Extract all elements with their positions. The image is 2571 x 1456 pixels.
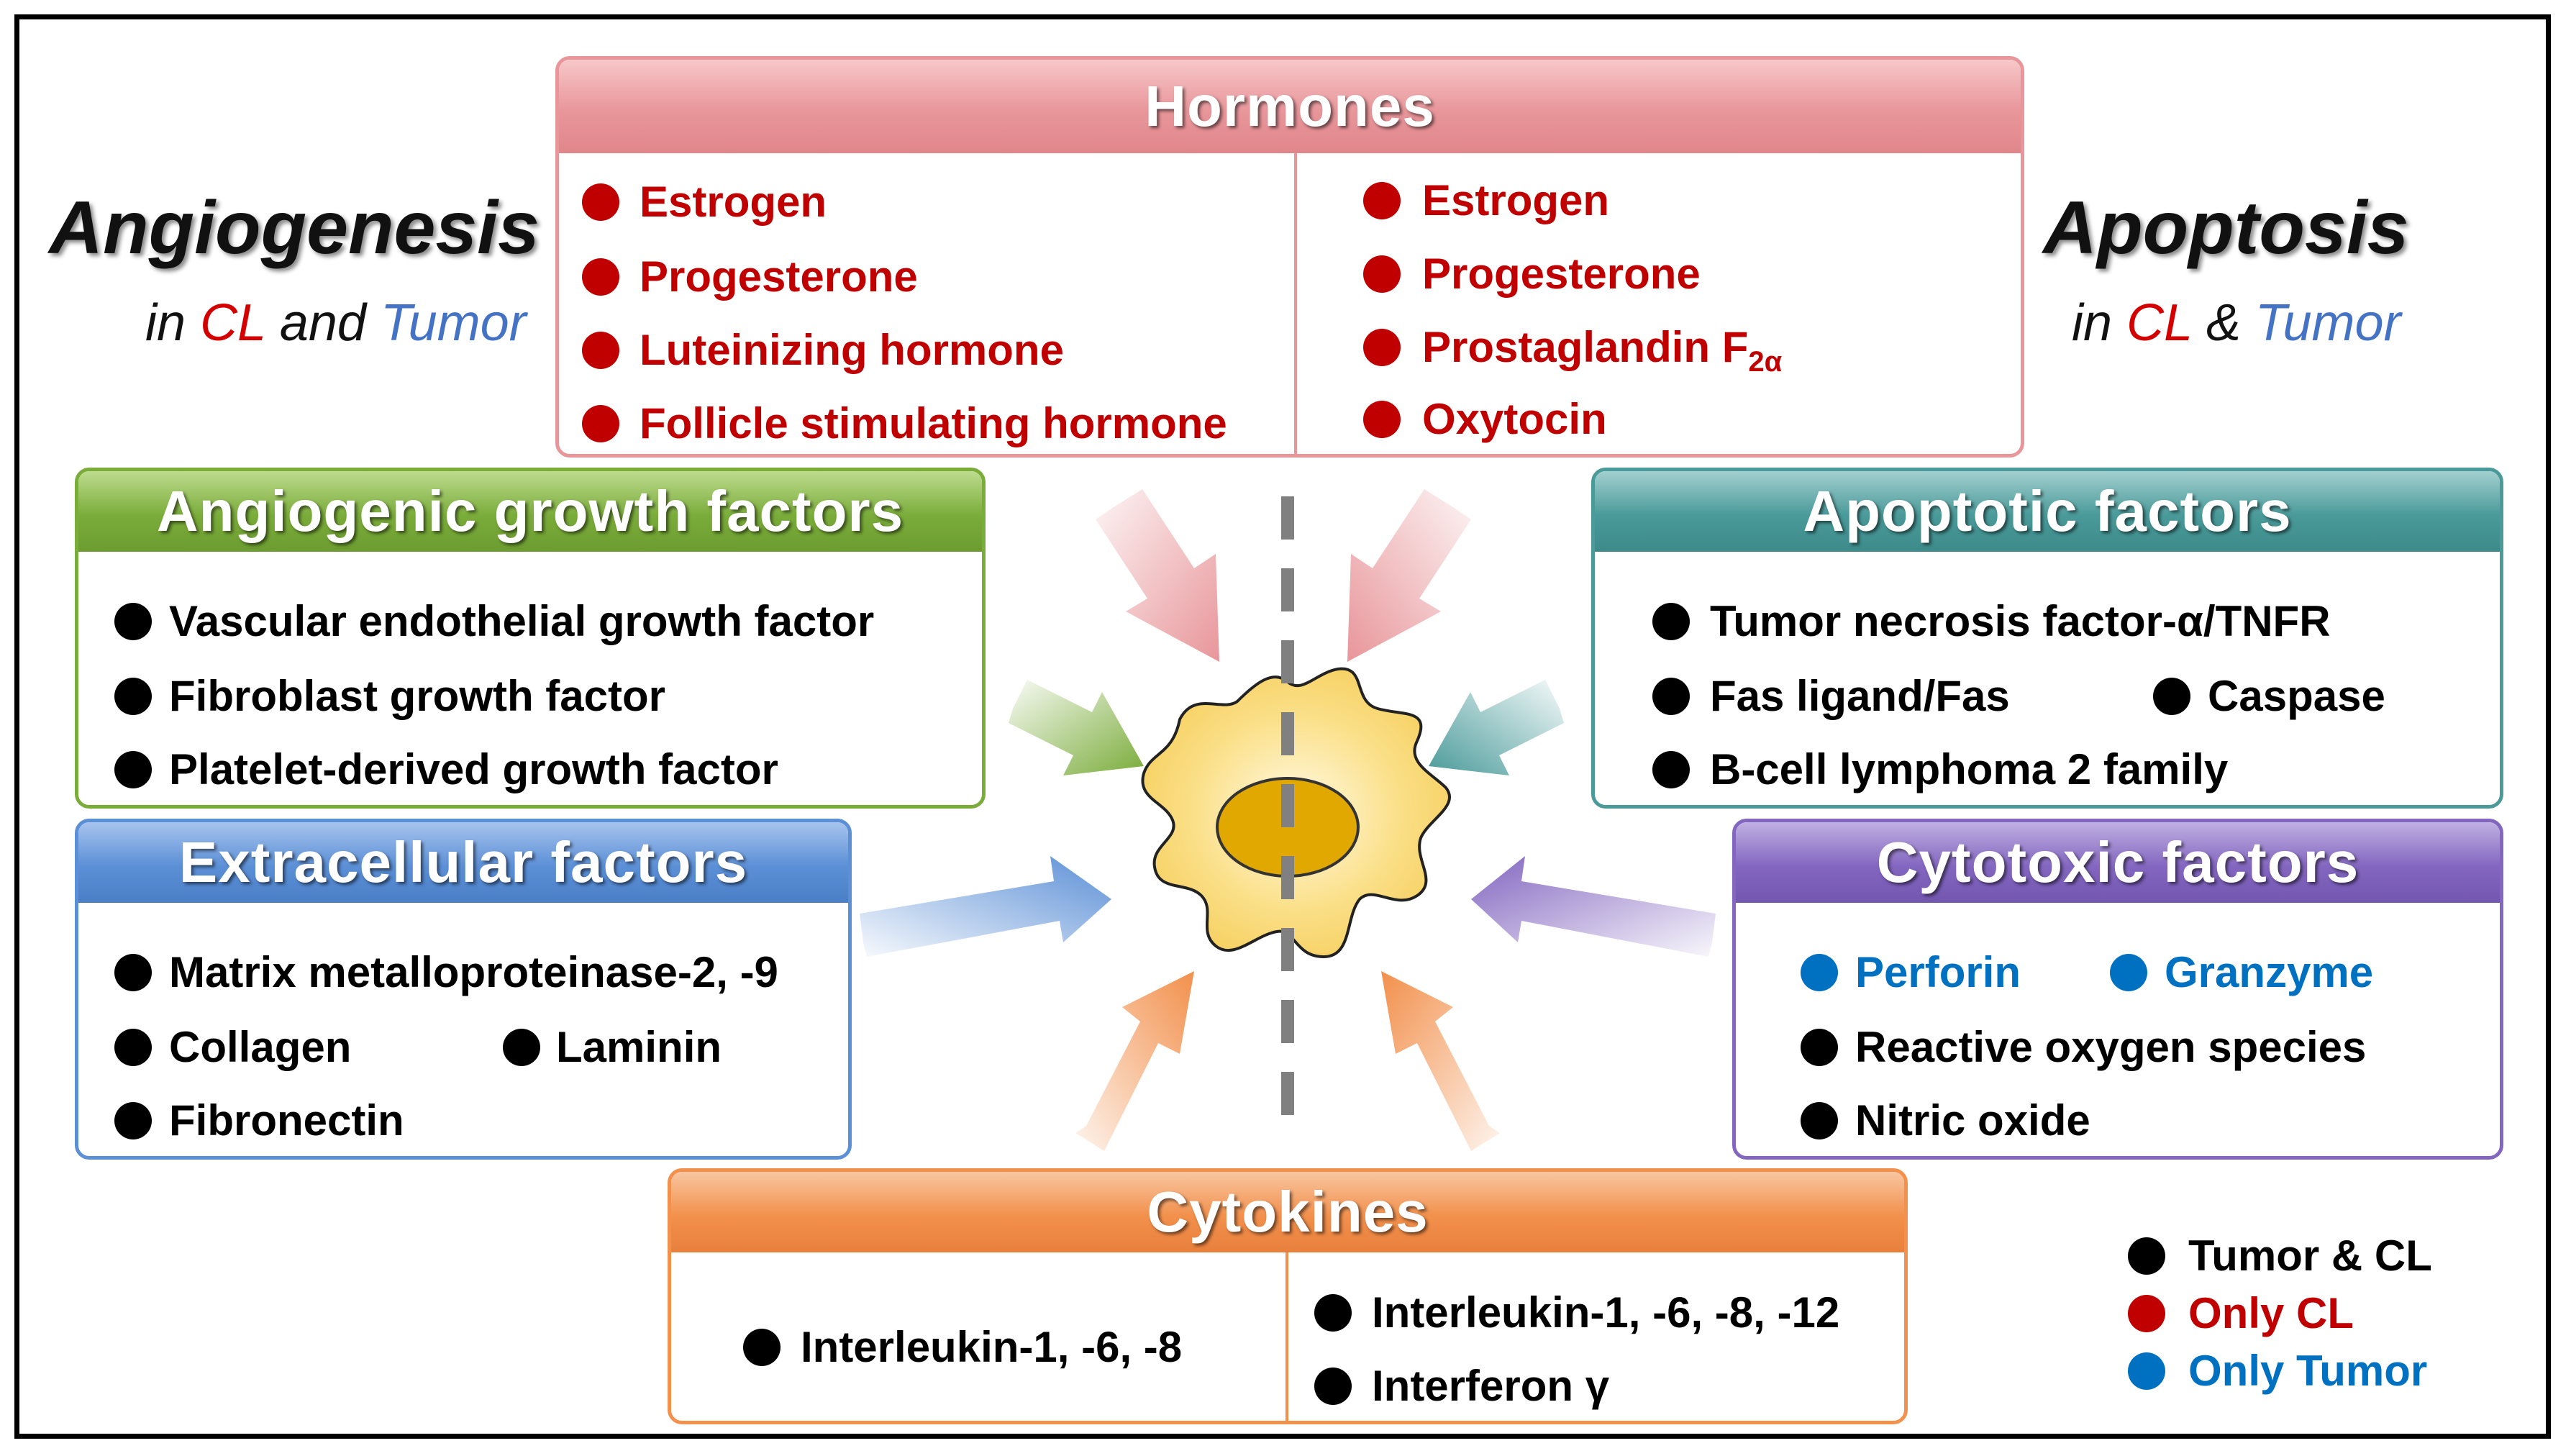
extracellular-arrow: [860, 856, 1111, 957]
bullet-dot: [582, 183, 619, 221]
bullet-dot: [114, 1102, 152, 1139]
hormones-header: Hormones: [559, 60, 2021, 153]
apoptosis-title: Apoptosis: [2043, 186, 2409, 270]
legend-label: Only Tumor: [2188, 1347, 2428, 1395]
bullet-dot: [114, 603, 152, 640]
cytotoxic-arrow: [1471, 856, 1716, 957]
bullet-dot: [1314, 1368, 1352, 1405]
cytotoxic-item: Reactive oxygen species: [1855, 1023, 2367, 1071]
hormone-left-item: Luteinizing hormone: [640, 326, 1064, 374]
cytotoxic-item: Nitric oxide: [1855, 1096, 2090, 1145]
bullet-dot: [114, 751, 152, 788]
subtitle-and: and: [279, 294, 366, 352]
bullet-dot: [2153, 678, 2190, 715]
cytokine-right-item: Interleukin-1, -6, -8, -12: [1372, 1288, 1840, 1337]
angiogenesis-title: Angiogenesis: [49, 186, 540, 270]
bullet-dot: [114, 954, 152, 991]
apoptotic-item: Caspase: [2208, 672, 2385, 720]
apoptotic-header: Apoptotic factors: [1595, 471, 2500, 552]
apoptotic-box: Apoptotic factors Tumor necrosis factor-…: [1591, 468, 2503, 809]
cytotoxic-item: Perforin: [1855, 948, 2021, 996]
cytotoxic-header: Cytotoxic factors: [1736, 822, 2500, 903]
hormone-right-item: Prostaglandin F2α: [1422, 322, 1782, 387]
legend-dot-red: [2128, 1295, 2165, 1332]
bullet-dot: [1652, 603, 1690, 640]
apoptosis-subtitle: in CL & Tumor: [2072, 294, 2401, 352]
legend-label: Tumor & CL: [2188, 1232, 2432, 1280]
cytokine-left-item: Interleukin-1, -6, -8: [801, 1323, 1183, 1371]
extracellular-item: Laminin: [556, 1023, 722, 1071]
apoptotic-item: Tumor necrosis factor-α/TNFR: [1710, 597, 2331, 645]
bullet-dot: [1801, 1029, 1838, 1066]
extracellular-header: Extracellular factors: [78, 822, 848, 903]
bullet-dot: [1363, 182, 1401, 219]
bullet-dot: [1652, 678, 1690, 715]
angiogenesis-subtitle: in CL and Tumor: [145, 294, 527, 352]
legend-label: Only CL: [2188, 1289, 2354, 1337]
angiogenic-header: Angiogenic growth factors: [78, 471, 982, 552]
bullet-dot: [582, 258, 619, 296]
hormone-left-item: Progesterone: [640, 252, 918, 301]
cytokine-right-item: Interferon γ: [1372, 1362, 1610, 1410]
extracellular-item: Matrix metalloproteinase-2, -9: [169, 948, 778, 996]
bullet-dot: [2110, 954, 2147, 991]
hormone-arrow-left: [1096, 489, 1219, 662]
extracellular-item: Fibronectin: [169, 1096, 404, 1145]
cytokines-divider: [1286, 1252, 1288, 1421]
subtitle-tumor: Tumor: [380, 294, 527, 352]
angiogenic-item: Vascular endothelial growth factor: [169, 597, 875, 645]
outer-frame: [14, 14, 2551, 1439]
hormone-left-item: Follicle stimulating hormone: [640, 399, 1227, 447]
legend-dot-black: [2128, 1237, 2165, 1275]
bullet-dot: [1363, 401, 1401, 438]
bullet-dot: [1363, 329, 1401, 366]
hormones-box: Hormones Estrogen Progesterone Luteinizi…: [555, 56, 2024, 458]
bullet-dot: [582, 405, 619, 442]
cytotoxic-box: Cytotoxic factors Perforin Granzyme Reac…: [1732, 819, 2503, 1160]
legend-dot-blue: [2128, 1352, 2165, 1390]
subtitle-in: in: [145, 294, 186, 352]
bullet-dot: [503, 1029, 540, 1066]
extracellular-item: Collagen: [169, 1023, 352, 1071]
angiogenic-item: Fibroblast growth factor: [169, 672, 665, 720]
hormone-right-item: Oxytocin: [1422, 395, 1607, 443]
bullet-dot: [1801, 954, 1838, 991]
prostaglandin-subscript: 2α: [1748, 346, 1783, 378]
hormone-arrow-right: [1347, 489, 1471, 662]
cytotoxic-item: Granzyme: [2165, 948, 2374, 996]
cytokines-header: Cytokines: [671, 1172, 1904, 1252]
bullet-dot: [1801, 1102, 1838, 1139]
hormones-divider: [1294, 153, 1297, 454]
angiogenic-arrow: [1009, 680, 1144, 775]
apoptotic-item: B-cell lymphoma 2 family: [1710, 745, 2229, 793]
bullet-dot: [1363, 255, 1401, 293]
subtitle-and: &: [2206, 294, 2241, 352]
bullet-dot: [582, 332, 619, 369]
subtitle-tumor: Tumor: [2254, 294, 2401, 352]
bullet-dot: [743, 1329, 781, 1366]
cytokine-arrow-right: [1381, 971, 1500, 1151]
bullet-dot: [114, 678, 152, 715]
subtitle-cl: CL: [200, 294, 265, 352]
bullet-dot: [1652, 751, 1690, 788]
apoptotic-item: Fas ligand/Fas: [1710, 672, 2010, 720]
bullet-dot: [114, 1029, 152, 1066]
cytokine-arrow-left: [1075, 971, 1194, 1151]
apoptotic-arrow: [1429, 680, 1564, 775]
prostaglandin-label: Prostaglandin F: [1422, 323, 1749, 371]
extracellular-box: Extracellular factors Matrix metalloprot…: [75, 819, 852, 1160]
angiogenic-box: Angiogenic growth factors Vascular endot…: [75, 468, 986, 809]
angiogenic-item: Platelet-derived growth factor: [169, 745, 778, 793]
bullet-dot: [1314, 1294, 1352, 1332]
cytokines-box: Cytokines Interleukin-1, -6, -8 Interleu…: [668, 1168, 1908, 1424]
subtitle-cl: CL: [2126, 294, 2192, 352]
subtitle-in: in: [2072, 294, 2113, 352]
hormone-right-item: Estrogen: [1422, 176, 1610, 224]
hormone-right-item: Progesterone: [1422, 250, 1701, 298]
hormone-left-item: Estrogen: [640, 178, 827, 226]
